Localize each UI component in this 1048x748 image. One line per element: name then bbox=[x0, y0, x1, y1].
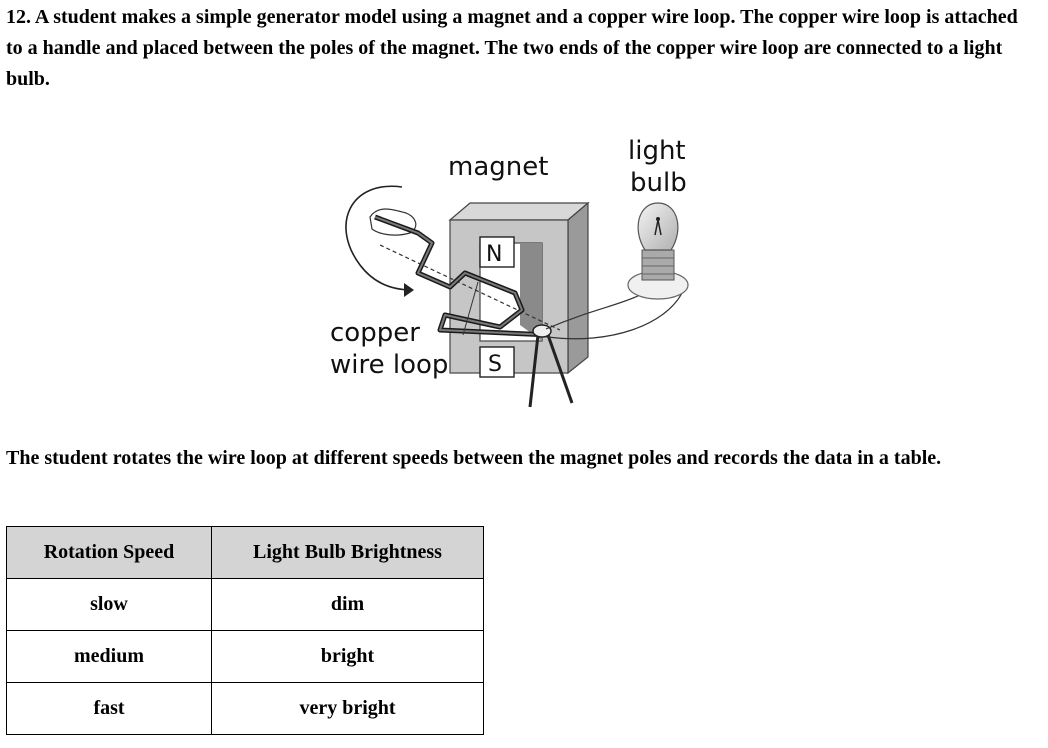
table-header-row: Rotation Speed Light Bulb Brightness bbox=[6, 526, 484, 579]
table-row: slow dim bbox=[6, 578, 484, 631]
label-bulb: bulb bbox=[630, 168, 687, 198]
table-row: fast very bright bbox=[6, 682, 484, 735]
header-light-bulb-brightness: Light Bulb Brightness bbox=[211, 526, 484, 579]
cell-speed: medium bbox=[6, 630, 212, 683]
pole-north: N bbox=[486, 242, 502, 267]
table-row: medium bright bbox=[6, 630, 484, 683]
hand-rotation-arrow bbox=[345, 185, 417, 297]
label-magnet: magnet bbox=[448, 152, 548, 182]
label-wire-loop: wire loop bbox=[330, 350, 448, 380]
cell-brightness: dim bbox=[211, 578, 484, 631]
cell-brightness: very bright bbox=[211, 682, 484, 735]
copper-wire-loop bbox=[374, 214, 551, 338]
generator-diagram: magnet light bulb copper wire loop N S bbox=[330, 136, 689, 408]
cell-brightness: bright bbox=[211, 630, 484, 683]
pole-south: S bbox=[488, 352, 502, 377]
label-copper: copper bbox=[330, 318, 420, 348]
magnet bbox=[448, 201, 590, 378]
description-text: The student rotates the wire loop at dif… bbox=[6, 447, 942, 469]
data-table: Rotation Speed Light Bulb Brightness slo… bbox=[6, 526, 484, 735]
header-rotation-speed: Rotation Speed bbox=[6, 526, 212, 579]
light-bulb bbox=[627, 202, 689, 300]
label-light: light bbox=[628, 136, 686, 166]
cell-speed: fast bbox=[6, 682, 212, 735]
cell-speed: slow bbox=[6, 578, 212, 631]
question-text: 12. A student makes a simple generator m… bbox=[6, 6, 1018, 90]
